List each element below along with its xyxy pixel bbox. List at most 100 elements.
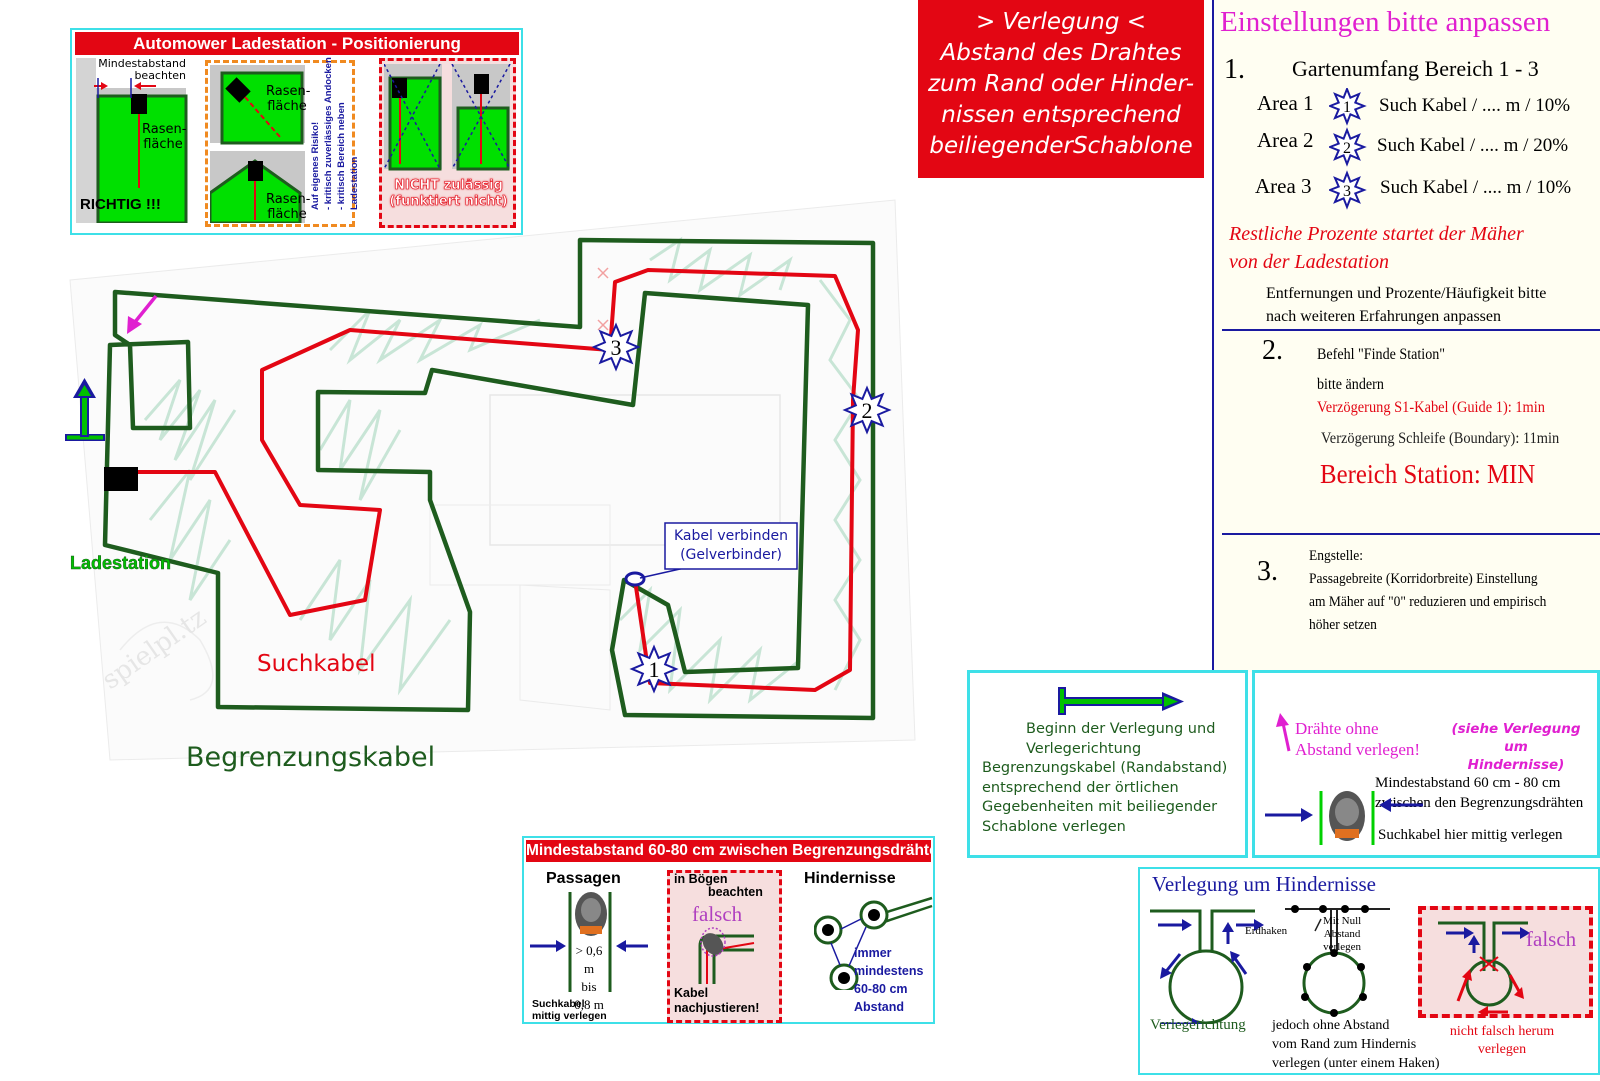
section-3-number: 3. [1257,556,1278,587]
erdhaken-label: Erdhaken [1245,925,1288,937]
vertical-line: - kritisch zuverlässiges Andocken [323,57,334,210]
verlegerichtung-diagram [1150,909,1264,1024]
passage-distance: > 0,6 m bis 0,8 m [569,942,609,1014]
gelverbinder-callout: Kabel verbinden (Gelverbinder) [665,527,797,565]
area-star-1-number: 1 [1343,99,1351,116]
mower-passage-icon [1265,791,1423,845]
rasen-line: Rasen- [266,84,311,99]
boundary-wire [102,237,876,721]
ladestation-positioning-panel: Automower Ladestation - Positionierung M… [70,28,523,235]
jedoch-line: vom Rand zum Hindernis [1272,1037,1417,1052]
entfernungen-line: Entfernungen und Prozente/Häufigkeit bit… [1266,285,1547,302]
begrenzungskabel-label: Begrenzungskabel [186,742,436,773]
settings-heading: Einstellungen bitte anpassen [1220,6,1551,38]
gelverbinder-connector [624,522,798,587]
s3-line: Passagebreite (Korridorbreite) Einstellu… [1309,571,1538,587]
nicht-line: (funktiert nicht) [389,194,508,210]
section-1-title: Gartenumfang Bereich 1 - 3 [1292,56,1539,81]
siehe-line: Hindernisse) [1467,757,1565,773]
legend-begin-panel: Beginn der Verlegung und Verlegerichtung… [967,670,1248,858]
s2-black-line: Verzögerung Schleife (Boundary): 11min [1321,430,1560,447]
begin-t-arrow-icon [1058,687,1184,715]
area-star-3-number: 3 [1343,183,1351,200]
risk-diagram [210,65,305,223]
rasen-line: Rasen- [142,122,187,137]
risk-vertical-text: Auf eigenes Risiko! - kritisch zuverläss… [309,50,360,210]
legend-draehte-panel: Drähte ohne Abstand verlegen! (siehe Ver… [1252,670,1600,858]
such-line: mittig verlegen [532,1010,607,1022]
begin-line: Beginn der Verlegung und [1026,721,1216,737]
title-line: beiliegenderSchablone [929,133,1193,159]
nicht-diagram [384,64,511,171]
area-3-label: Area 3 [1255,174,1312,198]
rasen-line: fläche [143,137,183,152]
begin-line: Schablone verlegen [982,818,1126,835]
rasen-label-1: Rasen- fläche [142,122,187,152]
verlegerichtung-label: Verlegerichtung [1150,1017,1246,1033]
mitnull-line: Abstand [1323,928,1361,940]
area-star-2: 2 [1329,127,1367,167]
title-line: zum Rand oder Hinder- [927,71,1195,97]
rasen-label-2: Rasen- fläche [266,84,311,114]
area-1-label: Area 1 [1257,91,1314,115]
kabel-nachjustieren-label: Kabel nachjustieren! [674,986,759,1016]
divider [1222,533,1600,535]
area-1-text: Such Kabel / .... m / 10% [1379,95,1571,116]
boegen-line: beachten [708,885,763,899]
start-t-marker-icon [65,378,105,441]
area-star-1: 1 [1329,88,1367,126]
pink-siehe-text: (siehe Verlegung um Hindernisse) [1441,720,1591,774]
title-line: > Verlegung < [975,9,1147,35]
section-1-number: 1. [1224,54,1245,85]
jedoch-line: jedoch ohne Abstand [1272,1018,1390,1033]
star-marker-2-number: 2 [862,398,873,423]
title-line: Abstand des Drahtes [940,40,1182,66]
pink-arrow [127,294,158,334]
dist-line: > 0,6 m [575,943,603,976]
kabel-line: Kabel [674,986,709,1000]
suchkabel-label: Suchkabel [257,651,376,677]
vertical-line: - kritisch Bereich neben Ladestation [336,102,360,210]
settings-panel: Einstellungen bitte anpassen 1. Gartenum… [1212,0,1600,672]
boegen-diagram [698,927,755,984]
entfernungen-text: Entfernungen und Prozente/Häufigkeit bit… [1266,282,1546,328]
legend-begin-text: Beginn der Verlegung und Verlegerichtung… [982,720,1227,837]
begin-line: Begrenzungskabel (Randabstand) [982,760,1228,776]
sketch-background: spielpl.tz [69,199,916,761]
rasen-line: Rasen- [266,192,311,207]
boegen-line: in Bögen [674,872,728,886]
star-marker-1-number: 1 [649,657,660,682]
hindernisse-panel: Verlegung um Hindernisse Verlegerichtung… [1138,867,1600,1075]
immer-line: immer [854,946,892,960]
charging-station [104,467,138,491]
rasen-label-3: Rasen- fläche [266,192,311,222]
immer-mindestens-label: immer mindestens 60-80 cm Abstand [854,944,923,1016]
star-marker-3: 3 [591,322,641,372]
section-2-number: 2. [1262,335,1283,366]
begin-line: Verlegerichtung [1026,740,1142,757]
area-2-label: Area 2 [1257,128,1314,152]
nicht-zulaessig-label: NICHT zulässig (funktiert nicht) [381,178,516,210]
divider [1222,329,1600,331]
s2-line: bitte ändern [1317,376,1384,393]
nicht-falsch-text: nicht falsch herum verlegen [1427,1023,1577,1059]
dist-line: bis [581,979,597,994]
pink-arrow-icon [1276,713,1291,752]
such-line: Suchkabel [532,998,585,1010]
pink-line: Abstand verlegen! [1295,740,1421,759]
mindest-line: zwischen den Begrenzungsdrähten [1375,795,1584,811]
mindest-line: beachten [134,69,186,82]
mindestabstand-header: Mindestabstand 60-80 cm zwischen Begrenz… [526,840,931,862]
s2-red-line: Verzögerung S1-Kabel (Guide 1): 1min [1317,399,1545,416]
title-line: nissen entsprechend [941,102,1181,128]
callout-line: Kabel verbinden [673,528,789,544]
mindest-line: Mindestabstand 60 cm - 80 cm [1375,775,1561,791]
falsch-label-2: falsch [1526,927,1577,951]
pink-line: Drähte ohne [1295,719,1379,738]
jedoch-text: jedoch ohne Abstand vom Rand zum Hindern… [1272,1016,1440,1073]
mit-null-label: Mit Null Abstand verlegen [1323,915,1361,954]
kabel-line: nachjustieren! [674,1001,760,1015]
cross-marks [597,267,609,331]
entfernungen-line: nach weiteren Erfahrungen anpassen [1266,308,1501,325]
